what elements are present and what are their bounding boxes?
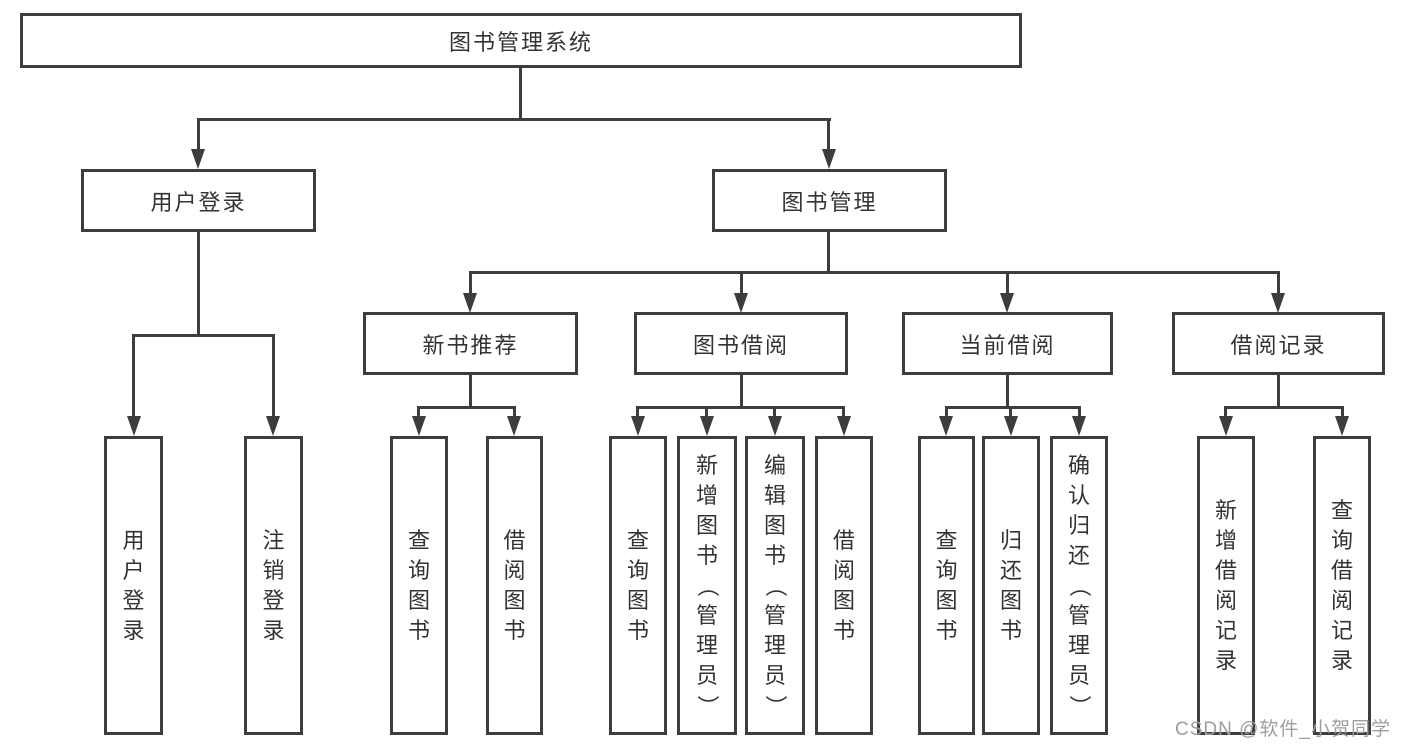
node-root-label: 图书管理系统 [448,29,593,55]
connector-line [132,334,135,418]
connector-line [945,406,948,420]
connector-line [519,67,522,120]
leaf-add-borrow-record-label: 新增借阅记录 [1214,497,1237,673]
connector-line [945,406,1081,409]
connector-line [1277,271,1280,297]
csdn-watermark: CSDN @软件_小贺同学 [1175,719,1391,740]
leaf-add-borrow-record: 新增借阅记录 [1197,436,1255,735]
leaf-query-book-b: 查询图书 [609,436,667,735]
node-book-mgmt-label: 图书管理 [781,189,878,215]
leaf-logout: 注销登录 [244,436,303,735]
connector-line [417,406,420,420]
node-new-book-rec: 新书推荐 [363,312,578,375]
connector-line [417,406,516,409]
connector-line [740,374,743,409]
node-root: 图书管理系统 [20,13,1022,68]
connector-line [1224,406,1227,420]
connector-line [1078,406,1081,420]
leaf-borrow-book-b: 借阅图书 [815,436,873,735]
arrow-down-icon [1271,293,1285,313]
node-new-book-rec-label: 新书推荐 [422,332,519,358]
leaf-user-login-label: 用户登录 [122,527,145,643]
node-current-borrow: 当前借阅 [902,312,1113,375]
node-book-mgmt: 图书管理 [712,169,947,232]
arrow-down-icon [837,416,851,436]
leaf-return-book-label: 归还图书 [999,527,1022,643]
leaf-edit-book-admin-label: 编辑图书（管理员） [762,452,788,717]
connector-line [827,231,830,273]
arrow-down-icon [412,416,426,436]
connector-line [132,334,275,337]
arrow-down-icon [266,416,280,436]
leaf-borrow-book-a: 借阅图书 [486,436,543,735]
connector-line [1341,406,1344,420]
arrow-down-icon [507,416,521,436]
connector-line [636,406,845,409]
node-book-borrow-label: 图书借阅 [692,332,789,358]
arrow-down-icon [1004,416,1018,436]
leaf-borrow-book-b-label: 借阅图书 [832,527,855,643]
connector-line [197,231,200,337]
leaf-logout-label: 注销登录 [262,527,285,643]
node-current-borrow-label: 当前借阅 [959,332,1056,358]
arrow-down-icon [463,293,477,313]
node-user-login-label: 用户登录 [150,189,247,215]
connector-line [842,406,845,420]
leaf-query-book-c-label: 查询图书 [935,527,958,643]
connector-line [773,406,776,420]
connector-line [1006,374,1009,409]
connector-line [197,118,200,152]
connector-line [513,406,516,420]
leaf-add-book-admin-label: 新增图书（管理员） [694,452,720,717]
arrow-down-icon [734,293,748,313]
arrow-down-icon [127,416,141,436]
connector-line [1277,374,1280,409]
connector-line [705,406,708,420]
leaf-query-book-c: 查询图书 [918,436,975,735]
connector-line [636,406,639,420]
node-book-borrow: 图书借阅 [634,312,848,375]
leaf-query-borrow-record-label: 查询借阅记录 [1330,497,1353,673]
arrow-down-icon [768,416,782,436]
leaf-user-login: 用户登录 [104,436,163,735]
arrow-down-icon [1219,416,1233,436]
leaf-add-book-admin: 新增图书（管理员） [677,436,737,735]
connector-line [197,118,831,121]
node-borrow-records: 借阅记录 [1172,312,1385,375]
leaf-confirm-return-admin: 确认归还（管理员） [1050,436,1108,735]
arrow-down-icon [191,149,205,169]
connector-line [1009,406,1012,420]
connector-line [827,118,830,152]
connector-line [469,271,472,297]
arrow-down-icon [700,416,714,436]
arrow-down-icon [822,149,836,169]
arrow-down-icon [939,416,953,436]
arrow-down-icon [1072,416,1086,436]
node-user-login: 用户登录 [81,169,316,232]
leaf-query-book-b-label: 查询图书 [626,527,649,643]
leaf-return-book: 归还图书 [982,436,1040,735]
connector-line [272,334,275,418]
leaf-query-book-a: 查询图书 [390,436,448,735]
connector-line [740,271,743,297]
connector-line [1006,271,1009,297]
leaf-confirm-return-admin-label: 确认归还（管理员） [1066,452,1092,717]
connector-line [1224,406,1343,409]
leaf-edit-book-admin: 编辑图书（管理员） [745,436,805,735]
connector-line [469,271,1280,274]
arrow-down-icon [1000,293,1014,313]
connector-line [469,374,472,409]
node-borrow-records-label: 借阅记录 [1230,332,1327,358]
leaf-query-borrow-record: 查询借阅记录 [1313,436,1371,735]
leaf-query-book-a-label: 查询图书 [407,527,430,643]
arrow-down-icon [631,416,645,436]
leaf-borrow-book-a-label: 借阅图书 [503,527,526,643]
arrow-down-icon [1335,416,1349,436]
